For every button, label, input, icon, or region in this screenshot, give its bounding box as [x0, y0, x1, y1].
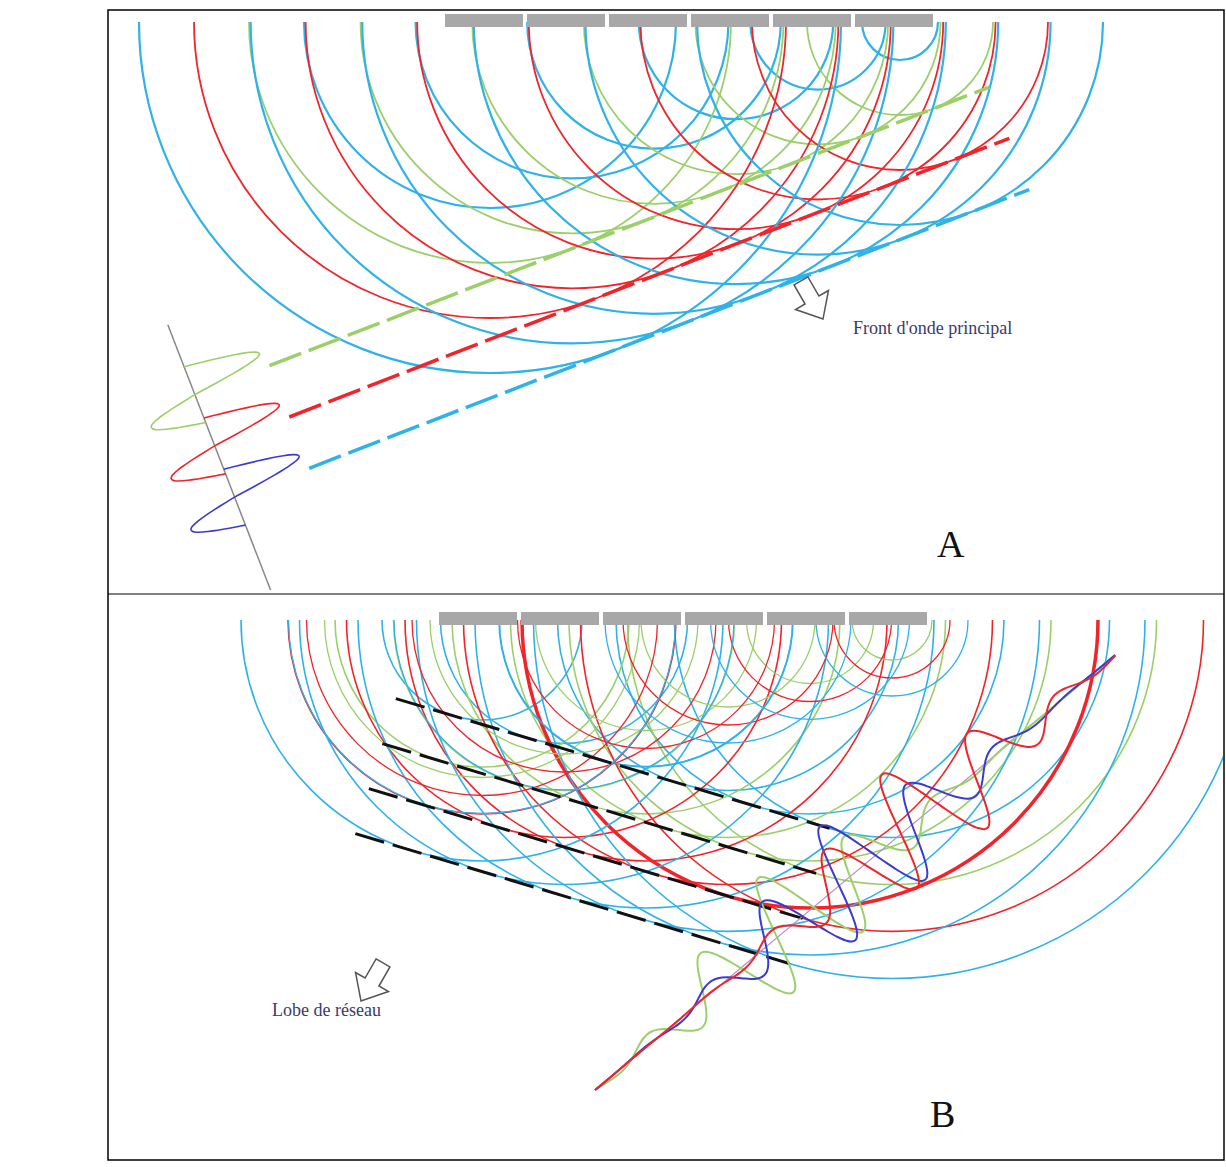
wavelet-arc	[394, 620, 734, 790]
wavelet-arc	[358, 620, 934, 908]
wavelet-arc	[834, 620, 950, 678]
wavelet-arc	[584, 22, 888, 174]
array-element	[609, 14, 687, 27]
array-element	[691, 14, 769, 27]
wavelet-arc	[605, 620, 851, 743]
panel-b-waves	[241, 612, 1223, 1090]
wave-signal	[595, 655, 1115, 1090]
wavelet-arc	[569, 620, 1051, 861]
wavelet-arc	[522, 620, 1098, 908]
wave-pulse	[191, 455, 299, 533]
wavelet-arc	[529, 22, 943, 229]
wavelet-arc	[499, 620, 793, 767]
array-element	[773, 14, 851, 27]
wavelet-arc	[639, 22, 833, 119]
wavelet-arc	[518, 620, 775, 749]
wavelet-arc	[816, 620, 968, 696]
annotation-label: Front d'onde principal	[853, 318, 1012, 339]
panel-divider	[108, 594, 1224, 595]
wavelet-arc	[472, 22, 836, 204]
wavelet-arc	[300, 620, 829, 885]
direction-arrow	[785, 271, 840, 328]
wavelet-arc	[441, 620, 688, 743]
wavelet-arc	[430, 620, 698, 754]
wavelet-arc	[750, 22, 885, 90]
panel-letter: A	[937, 522, 964, 566]
wave-signal	[595, 655, 1115, 1090]
panel-letter: B	[930, 1092, 955, 1136]
wave-signal	[595, 655, 1115, 1090]
wavelet-arc	[623, 620, 833, 725]
wavelet-arc	[289, 620, 676, 814]
propagation-axis	[595, 655, 1115, 1090]
wavelet-arc	[628, 620, 1157, 885]
wavelet-arc	[729, 620, 892, 702]
array-element	[767, 612, 845, 625]
wavelet-arc	[249, 22, 731, 263]
wavelet-arc	[534, 620, 1224, 979]
wavelet-arc	[862, 22, 938, 60]
grating-wavefront	[396, 699, 830, 829]
wavelet-arc	[747, 620, 874, 684]
wavelet-arc	[194, 22, 786, 318]
array-element	[685, 612, 763, 625]
wavelet-arc	[536, 620, 757, 731]
panel-a-waves	[139, 14, 1103, 590]
wavelet-arc	[527, 22, 781, 149]
wavelet-arc	[585, 22, 1050, 255]
grating-wavefront	[382, 744, 816, 874]
array-element	[527, 14, 605, 27]
wavelet-arc	[416, 22, 729, 178]
wavelet-arc	[139, 22, 841, 373]
wavefront-line	[309, 190, 1029, 469]
annotation-label: Lobe de réseau	[272, 1000, 381, 1021]
wavelet-arc	[335, 620, 629, 767]
wavefront-line	[289, 138, 1009, 417]
grating-wavefront	[369, 789, 803, 919]
wavelet-arc	[251, 22, 894, 343]
array-element	[445, 14, 523, 27]
array-element	[439, 612, 517, 625]
wavelet-arc	[511, 620, 946, 838]
array-element	[603, 612, 681, 625]
array-element	[849, 612, 927, 625]
wavelet-arc	[752, 22, 1048, 170]
array-element	[855, 14, 933, 27]
frame	[108, 10, 1224, 1160]
propagation-axis	[168, 325, 278, 590]
wavelet-arc	[500, 620, 793, 766]
wavelet-arc	[325, 620, 640, 778]
wavelet-arc	[711, 620, 910, 719]
wavelet-arc	[852, 620, 932, 660]
wavelet-arc	[640, 22, 995, 199]
array-element	[521, 612, 599, 625]
grating-wavefront	[355, 834, 789, 964]
